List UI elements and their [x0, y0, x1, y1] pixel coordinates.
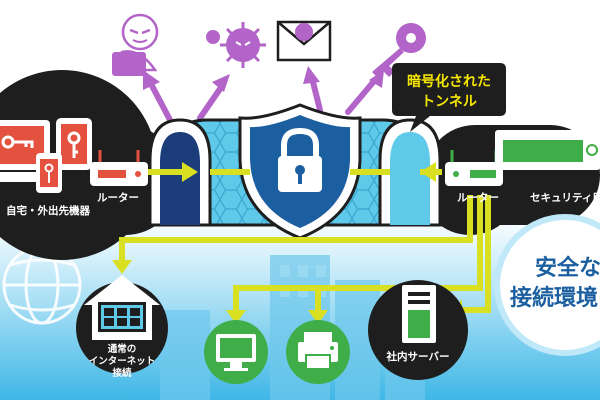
tablet-icon: [56, 118, 92, 170]
internet-label-line2: インターネット: [89, 355, 156, 367]
tunnel-label-line2: トンネル: [421, 94, 477, 110]
tunnel-callout: [392, 63, 506, 132]
internet-label-line1: 通常の: [108, 343, 137, 355]
monitor-icon: [204, 320, 268, 384]
connection-lines: [119, 169, 491, 313]
tunnel-label-line1: 暗号化された: [407, 73, 491, 90]
secure-label-line2: 接続環境: [510, 285, 598, 311]
internet-label-line3: 接続: [112, 367, 132, 379]
printer-icon: [286, 320, 350, 384]
key-icon: [372, 23, 426, 78]
router-right-label: ルーター: [457, 192, 499, 204]
security-appliance-icon: [495, 130, 600, 170]
hacker-icon: [112, 13, 159, 76]
router-left-icon: [90, 150, 148, 186]
secure-label-line1: 安全な: [535, 255, 600, 281]
globe-icon: [2, 245, 82, 325]
router-left-label: ルーター: [97, 192, 139, 204]
home-monitor-icon: [76, 275, 168, 374]
secure-environment-circle: [494, 214, 600, 356]
virus-icon: [206, 22, 266, 68]
email-virus-icon: [276, 20, 332, 62]
threat-arrows: [147, 75, 378, 123]
server-icon: [368, 280, 468, 380]
lock-shield-icon: [238, 103, 362, 240]
security-device-label: セキュリティ用: [530, 192, 600, 204]
smartphone-icon: [36, 153, 62, 193]
company-server-label: 社内サーバー: [386, 350, 450, 363]
home-devices-label: 自宅・外出先機器: [6, 204, 90, 217]
